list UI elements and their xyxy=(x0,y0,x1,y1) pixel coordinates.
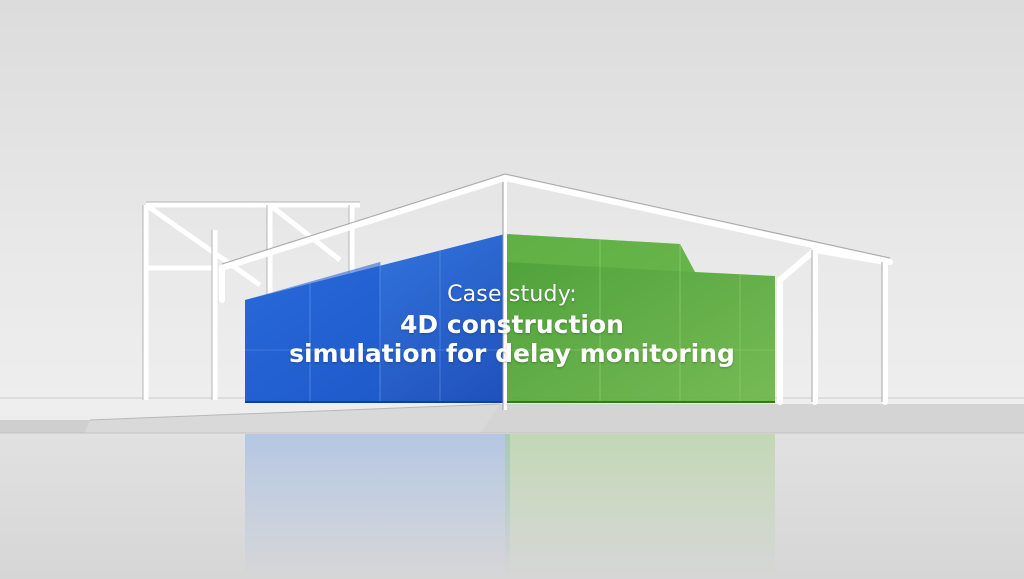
title-sub: simulation for delay monitoring xyxy=(289,339,735,369)
steel-frame-front xyxy=(219,175,893,405)
blue-volume xyxy=(245,234,505,403)
floor xyxy=(0,397,1024,579)
steel-frame-back xyxy=(143,202,360,400)
hero-title: Case study: 4D construction simulation f… xyxy=(262,282,762,369)
title-kicker: Case study: xyxy=(447,282,577,307)
title-main: 4D construction xyxy=(400,310,624,340)
green-volume xyxy=(505,234,775,403)
